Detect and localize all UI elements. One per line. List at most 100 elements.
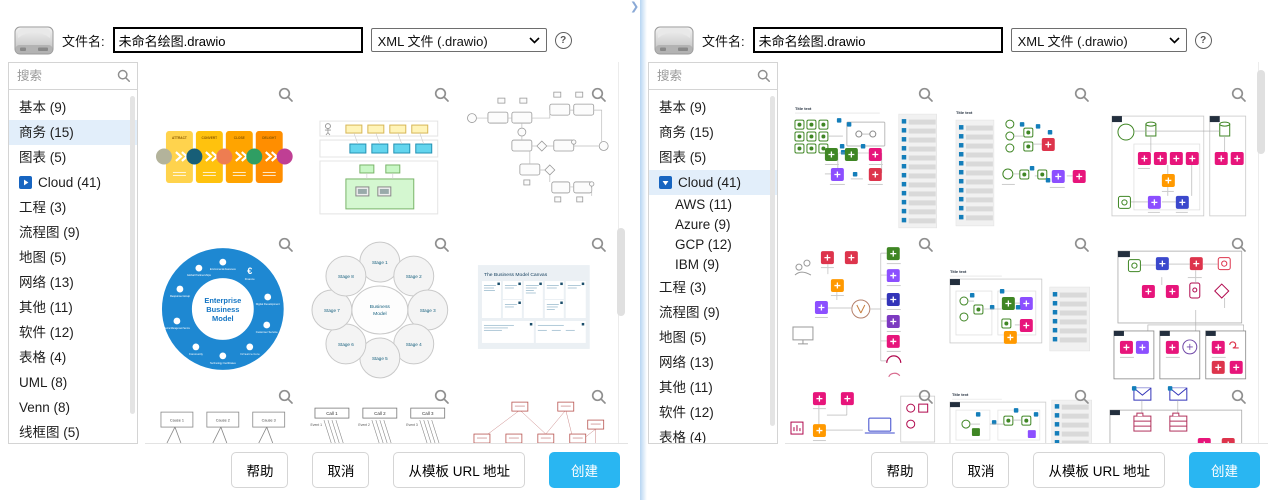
sidebar-item-tables[interactable]: 表格 (4) — [19, 350, 67, 365]
zoom-icon[interactable] — [918, 87, 934, 103]
template-thumbnail-aws-architecture-1[interactable]: Title text — [785, 84, 942, 234]
from-template-url-button[interactable]: 从模板 URL 地址 — [1033, 452, 1165, 488]
template-thumbnail-call-events[interactable]: Call 1 Call 2 Call 3 Event 1 Event 2 Eve… — [302, 386, 459, 443]
gallery-scrollbar[interactable] — [1257, 70, 1265, 154]
filename-label: 文件名: — [62, 33, 105, 49]
sidebar-item-charts[interactable]: 图表 (5) — [19, 150, 67, 165]
category-list: 基本 (9) 商务 (15) 图表 (5) Cloud (41) 工程 (3) … — [9, 90, 137, 443]
svg-text:Digital Development: Digital Development — [256, 302, 280, 306]
zoom-icon[interactable] — [1074, 389, 1090, 405]
zoom-icon[interactable] — [278, 87, 294, 103]
sidebar-item-uml[interactable]: UML (8) — [19, 375, 68, 390]
search-input[interactable] — [15, 68, 113, 84]
zoom-icon[interactable] — [591, 87, 607, 103]
zoom-icon[interactable] — [1074, 87, 1090, 103]
template-thumbnail-aws-architecture-5[interactable]: Title text — [942, 386, 1099, 443]
search-input[interactable] — [655, 68, 753, 84]
sidebar-item-cloud[interactable]: Cloud (41) — [649, 170, 777, 195]
template-thumbnail-aws-messaging[interactable] — [1098, 386, 1255, 443]
cancel-button[interactable]: 取消 — [312, 452, 370, 488]
template-thumbnail-aws-architecture-4[interactable]: Title text — [942, 234, 1099, 386]
sidebar-item-wireframes[interactable]: 线框图 (5) — [19, 425, 80, 440]
sidebar-item-charts[interactable]: 图表 (5) — [659, 150, 707, 165]
disk-drive-icon — [14, 26, 54, 54]
svg-text:The Business Model Canvas: The Business Model Canvas — [484, 272, 548, 278]
sidebar-item-maps[interactable]: 地图 (5) — [659, 330, 707, 345]
template-thumbnail-business-model-canvas[interactable]: The Business Model Canvas — [458, 234, 615, 386]
template-thumbnail-aws-architecture-2[interactable]: Title text — [942, 84, 1099, 234]
sidebar-item-cloud[interactable]: Cloud (41) — [9, 170, 137, 195]
create-button[interactable]: 创建 — [549, 452, 620, 488]
template-thumbnail-aws-security[interactable] — [1098, 234, 1255, 386]
sidebar-item-azure[interactable]: Azure (9) — [675, 217, 731, 232]
sidebar-item-other[interactable]: 其他 (11) — [19, 300, 73, 315]
filetype-select[interactable]: XML 文件 (.drawio) — [370, 28, 547, 52]
sidebar-scrollbar[interactable] — [130, 96, 135, 414]
dialog-footer: 帮助 取消 从模板 URL 地址 创建 — [871, 452, 1260, 488]
category-list: 基本 (9) 商务 (15) 图表 (5) Cloud (41) AWS (11… — [649, 90, 777, 443]
template-thumbnail-aws-architecture-3[interactable] — [1098, 84, 1255, 234]
sidebar-item-engineering[interactable]: 工程 (3) — [659, 280, 707, 295]
template-thumbnail-bpmn-flowchart[interactable] — [458, 84, 615, 234]
zoom-icon[interactable] — [591, 237, 607, 253]
sidebar-item-network[interactable]: 网络 (13) — [19, 275, 74, 290]
help-icon[interactable]: ? — [554, 31, 572, 49]
filetype-select[interactable]: XML 文件 (.drawio) — [1010, 28, 1187, 52]
sidebar-item-engineering[interactable]: 工程 (3) — [19, 200, 67, 215]
zoom-icon[interactable] — [1231, 389, 1247, 405]
sidebar-item-aws[interactable]: AWS (11) — [675, 197, 733, 212]
sidebar-item-network[interactable]: 网络 (13) — [659, 355, 714, 370]
cloud-expanded-icon[interactable] — [659, 176, 672, 189]
template-thumbnail-business-model-stages[interactable]: Stage 1 Stage 2 Stage 3 Stage 4 Stage 5 … — [302, 234, 459, 386]
sidebar-item-flowcharts[interactable]: 流程图 (9) — [659, 305, 720, 320]
template-art: Cause 1 Cause 2 Cause 3 — [160, 411, 286, 443]
sidebar-item-software[interactable]: 软件 (12) — [659, 405, 714, 420]
template-thumbnail-aws-cloud-network[interactable] — [785, 386, 942, 443]
sidebar-item-basic[interactable]: 基本 (9) — [19, 100, 67, 115]
new-diagram-dialog-right: 文件名: XML 文件 (.drawio) ? 基本 (9) 商务 (15) 图… — [640, 0, 1277, 500]
help-icon[interactable]: ? — [1194, 31, 1212, 49]
template-thumbnail-architecture[interactable] — [302, 84, 459, 234]
sidebar-item-gcp[interactable]: GCP (12) — [675, 237, 732, 252]
filename-input[interactable] — [112, 27, 363, 53]
sidebar-item-tables[interactable]: 表格 (4) — [659, 430, 707, 443]
zoom-icon[interactable] — [918, 389, 934, 405]
sidebar-scrollbar[interactable] — [770, 96, 775, 426]
zoom-icon[interactable] — [434, 87, 450, 103]
zoom-icon[interactable] — [1231, 87, 1247, 103]
zoom-icon[interactable] — [434, 389, 450, 405]
sidebar-item-business[interactable]: 商务 (15) — [9, 120, 137, 145]
sidebar-item-software[interactable]: 软件 (12) — [19, 325, 74, 340]
sidebar-item-ibm[interactable]: IBM (9) — [675, 257, 720, 272]
from-template-url-button[interactable]: 从模板 URL 地址 — [393, 452, 525, 488]
search-icon[interactable] — [117, 69, 131, 83]
sidebar-item-business[interactable]: 商务 (15) — [659, 125, 714, 140]
cancel-button[interactable]: 取消 — [952, 452, 1010, 488]
sidebar-item-basic[interactable]: 基本 (9) — [659, 100, 707, 115]
filename-input[interactable] — [752, 27, 1003, 53]
template-thumbnail-aws-serverless[interactable] — [785, 234, 942, 386]
zoom-icon[interactable] — [1231, 237, 1247, 253]
sidebar-item-flowcharts[interactable]: 流程图 (9) — [19, 225, 80, 240]
sidebar-item-other[interactable]: 其他 (11) — [659, 380, 713, 395]
template-thumbnail-red-network[interactable] — [458, 386, 615, 443]
zoom-icon[interactable] — [591, 389, 607, 405]
gallery-scrollbar[interactable] — [617, 228, 625, 316]
create-button[interactable]: 创建 — [1189, 452, 1260, 488]
svg-text:Model: Model — [212, 314, 234, 323]
template-thumbnail-marketing-funnel[interactable]: ATTRACT CONVERT CLOSE DELIGHT — [145, 84, 302, 234]
zoom-icon[interactable] — [1074, 237, 1090, 253]
cloud-collapsed-icon[interactable] — [19, 176, 32, 189]
search-icon[interactable] — [757, 69, 771, 83]
help-button[interactable]: 帮助 — [231, 452, 289, 488]
sidebar-item-venn[interactable]: Venn (8) — [19, 400, 71, 415]
template-thumbnail-cause-diagrams[interactable]: Cause 1 Cause 2 Cause 3 — [145, 386, 302, 443]
sidebar-item-maps[interactable]: 地图 (5) — [19, 250, 67, 265]
template-thumbnail-enterprise-business-model[interactable]: € Global Partnerships Environmental Awar… — [145, 234, 302, 386]
zoom-icon[interactable] — [918, 237, 934, 253]
zoom-icon[interactable] — [278, 389, 294, 405]
scrollbar-track — [1258, 62, 1259, 443]
zoom-icon[interactable] — [434, 237, 450, 253]
zoom-icon[interactable] — [278, 237, 294, 253]
help-button[interactable]: 帮助 — [871, 452, 929, 488]
